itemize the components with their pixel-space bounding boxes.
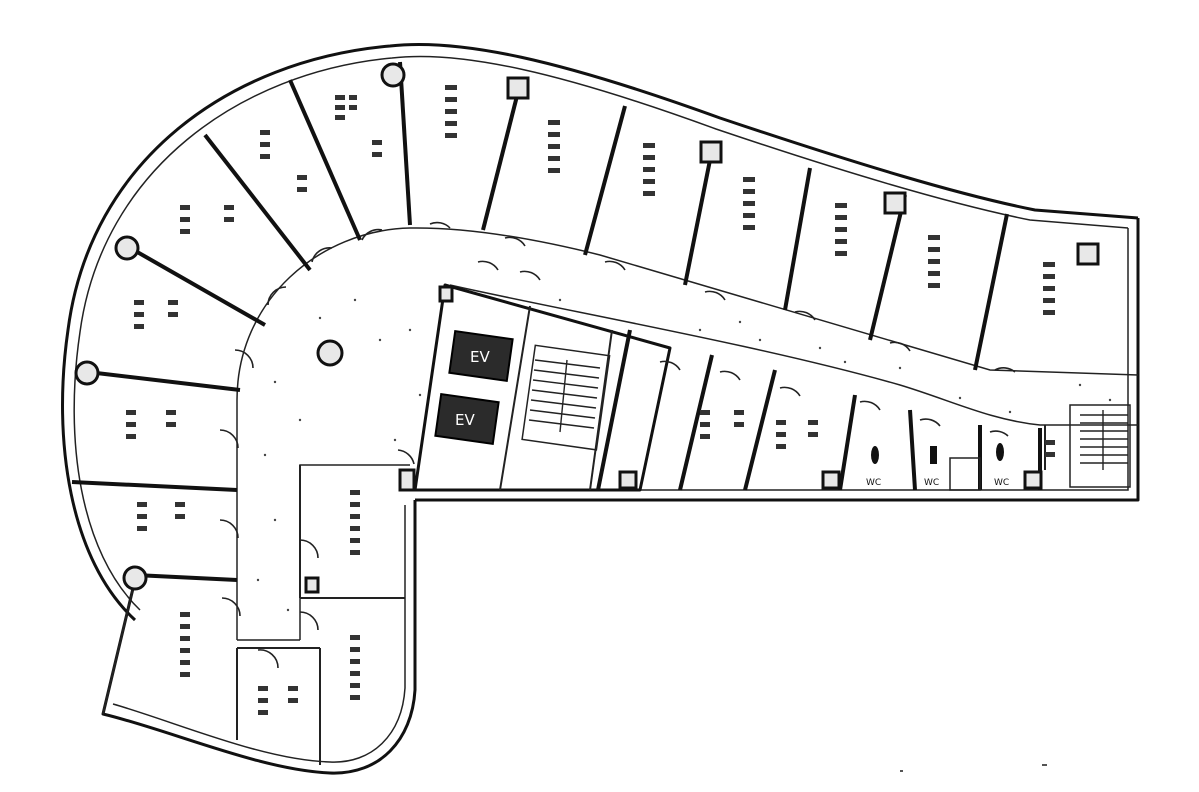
elevator-label: EV <box>470 348 490 366</box>
restrooms: WC WC WC <box>866 443 1009 488</box>
elevator-1: EV <box>448 330 514 382</box>
restroom-label: WC <box>924 478 939 488</box>
restroom-1: WC <box>866 446 881 488</box>
male-icon <box>930 446 937 464</box>
outer-walls <box>61 42 1140 775</box>
elevator-2: EV <box>434 393 500 445</box>
restroom-label: WC <box>866 478 881 488</box>
main-stair <box>521 344 611 451</box>
columns <box>74 62 1100 594</box>
exterior-marks <box>900 764 1047 772</box>
room-partitions <box>71 61 1009 765</box>
inner-rooms <box>596 329 1046 491</box>
doors <box>219 221 1016 669</box>
restroom-label: WC <box>994 478 1009 488</box>
restroom-3: WC <box>994 443 1009 488</box>
accessible-icon <box>996 443 1004 461</box>
east-stair <box>1069 404 1131 488</box>
female-icon <box>871 446 879 464</box>
room-annotation-marks <box>126 85 1055 715</box>
corridor <box>236 227 1139 641</box>
restroom-2: WC <box>924 446 939 488</box>
core: EV EV <box>413 283 672 492</box>
elevator-label: EV <box>455 411 475 429</box>
